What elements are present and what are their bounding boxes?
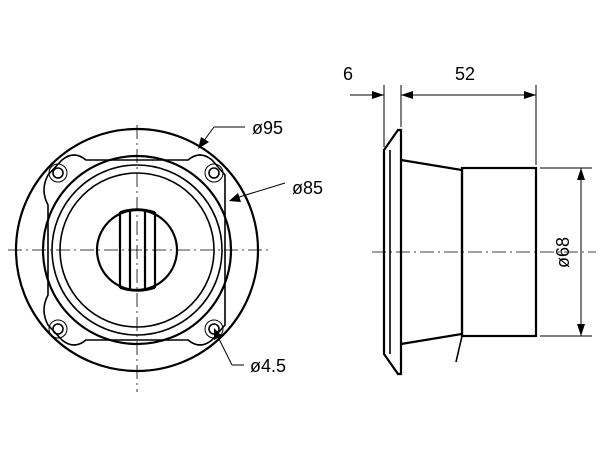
- ring-outer: [41, 154, 233, 346]
- body-diameter-label: ø68: [553, 237, 573, 268]
- flange-thickness-label: 6: [343, 64, 353, 84]
- mounting-hole-top-right: [204, 163, 224, 183]
- hole-diameter-leader: [214, 328, 244, 366]
- outer-diameter-leader: [198, 126, 245, 149]
- outer-rim: [14, 127, 260, 373]
- depth-label: 52: [455, 64, 475, 84]
- side-body: [460, 166, 538, 338]
- depth-dimension: [401, 85, 537, 165]
- dome-bridge: [118, 210, 157, 290]
- side-view: 6 52 ø68: [343, 64, 596, 376]
- side-flange: [382, 128, 403, 376]
- flange-outline: [43, 154, 226, 346]
- inner-diameter-label: ø85: [292, 178, 323, 198]
- dome-bridge-ends: [119, 208, 156, 292]
- dome: [95, 208, 179, 292]
- side-terminal: [455, 335, 463, 363]
- mounting-hole-top-left: [48, 163, 68, 183]
- body-diameter-dimension: [540, 167, 592, 337]
- ring-mid: [51, 164, 223, 336]
- mounting-hole-bottom-left: [48, 319, 68, 339]
- ring-inner: [59, 172, 215, 328]
- front-view: ø95 ø85 ø4.5: [8, 118, 323, 392]
- outer-diameter-label: ø95: [252, 118, 283, 138]
- hole-diameter-label: ø4.5: [250, 356, 286, 376]
- inner-diameter-leader: [229, 182, 286, 202]
- flange-thickness-dimension: [350, 85, 413, 147]
